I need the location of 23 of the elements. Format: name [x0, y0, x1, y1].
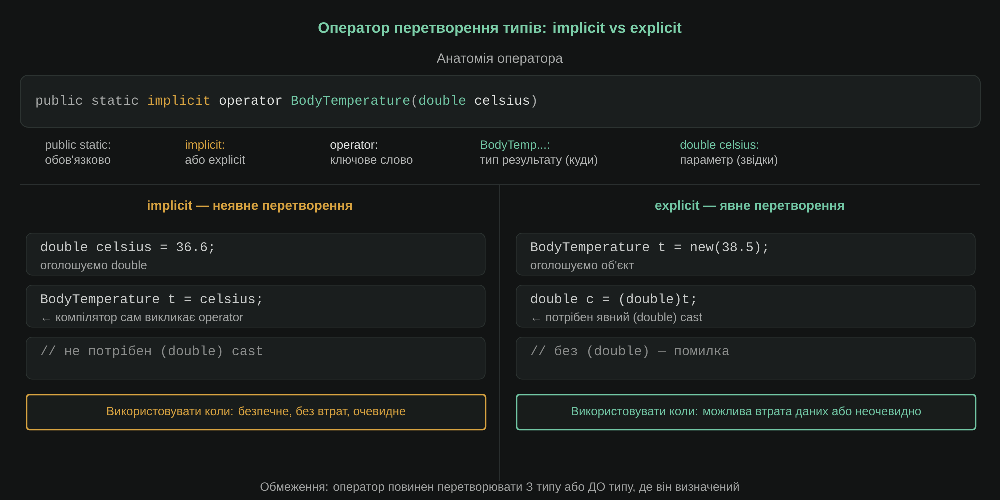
code-box: public static implicit operator BodyTemperature ( double celsius ): [20, 75, 982, 128]
annotation-text: параметр (звідки): [681, 155, 778, 166]
annotation-heading: operator:: [330, 141, 378, 152]
callout-box: Використовувати коли: можлива втрата даних або неочевидно: [516, 394, 977, 431]
code-box: BodyTemperature t = celsius; ← компілятор сам викликає operator: [26, 285, 486, 328]
annotation-text: тип результату (куди): [480, 155, 598, 166]
code-box: // без (double) — помилка: [516, 337, 976, 380]
code-box: double c = (double)t; ← потрібен явний (double) cast: [516, 285, 976, 328]
callout-box: Використовувати коли: безпечне, без втрат, очевидне: [26, 394, 487, 431]
footnote: Обмеження: оператор повинен перетворювати З типу або ДО типу, де він визначений: [260, 482, 739, 494]
annotation-heading: public static:: [46, 140, 110, 152]
annotation-heading: double celsius:: [680, 140, 758, 150]
annotation-text: ключове слово: [331, 158, 413, 164]
annotation-heading: implicit:: [186, 140, 224, 152]
title: Оператор перетворення типів: implicit vs explicit: [318, 22, 682, 36]
annotation-heading: BodyTemp...:: [481, 140, 550, 152]
annotation-text: або explicit: [186, 155, 246, 166]
column-heading: implicit — неявне перетворення: [148, 200, 352, 213]
column-heading: explicit — явне перетворення: [656, 200, 844, 213]
code-box: BodyTemperature t = new(38.5); оголошуємо об'єкт: [516, 233, 976, 276]
code-box: // не потрібен (double) cast: [26, 337, 486, 380]
annotation-text: обов'язково: [46, 155, 111, 164]
code-box: double celsius = 36.6; оголошуємо double: [26, 233, 486, 276]
